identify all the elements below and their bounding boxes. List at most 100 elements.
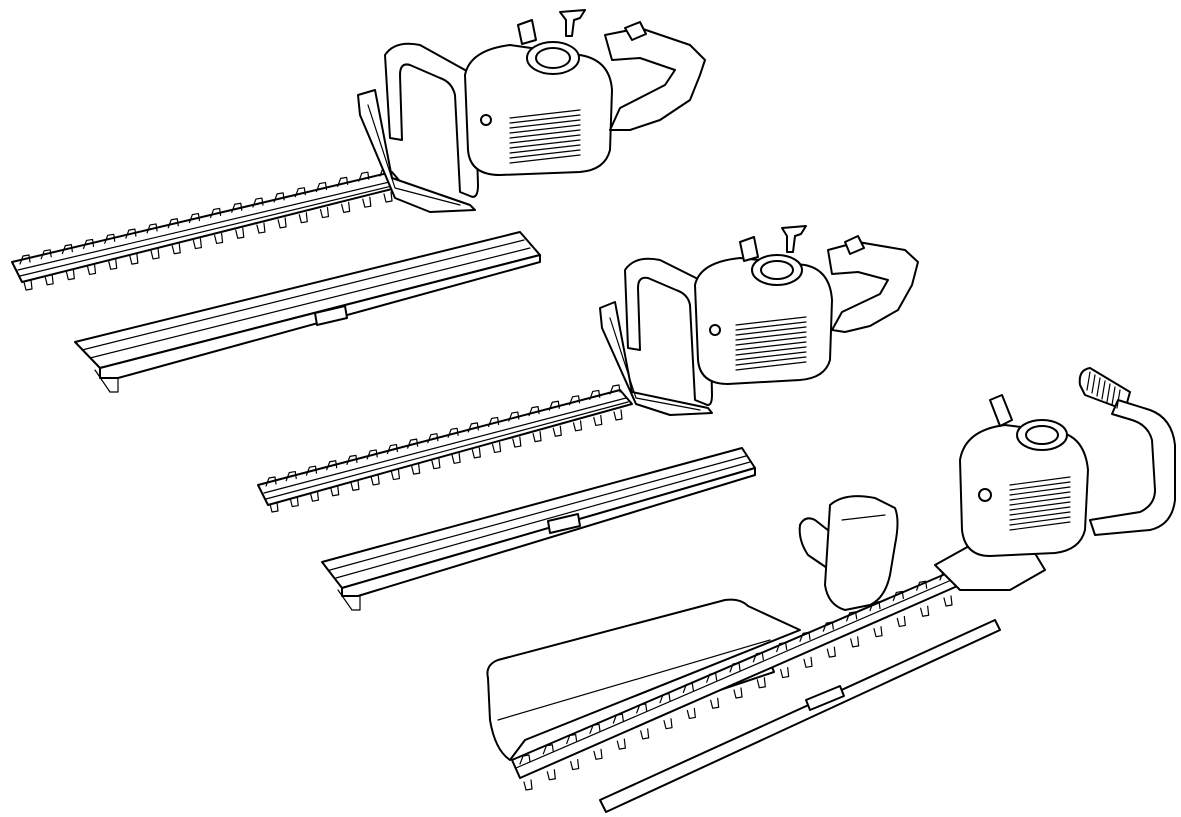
trimmer-2-engine <box>694 225 833 385</box>
trimmer-1-top-tooth <box>104 233 116 244</box>
cooling-fin <box>735 316 807 326</box>
trimmer-1-top-tooth <box>188 212 201 224</box>
trimmer-2-bottom-tooth <box>471 447 481 459</box>
trimmer-1-rear-handle <box>604 21 706 131</box>
trimmer-2-bottom-tooth <box>572 420 583 432</box>
trimmer-3-top-tooth <box>566 733 578 745</box>
trimmer-2-top-tooth <box>568 395 581 406</box>
cooling-fin <box>509 134 581 144</box>
trimmer-1-engine <box>464 9 613 176</box>
trimmer-1-top-tooth <box>125 228 137 239</box>
trimmer-1-bottom-tooth <box>235 227 245 239</box>
trimmer-2-top-tooth <box>326 460 338 471</box>
grip-ridge <box>1086 371 1091 391</box>
trimmer-3-bottom-tooth <box>686 707 696 720</box>
trimmer-1-top-tooth <box>252 197 264 208</box>
trimmer-2-bottom-tooth <box>532 431 542 443</box>
trimmer-2-top-tooth <box>346 454 358 465</box>
trimmer-2-bottom-tooth <box>370 474 380 486</box>
trimmer-3-front-grip <box>798 495 899 611</box>
trimmer-2-top-tooth <box>285 470 297 482</box>
trimmer-2-bottom-tooth <box>552 425 562 437</box>
trimmer-3-bottom-tooth <box>710 697 720 709</box>
cooling-fin <box>1009 516 1071 526</box>
trimmer-2-top-tooth <box>487 416 500 428</box>
grip-ridge <box>1096 377 1101 397</box>
trimmer-1-bottom-tooth <box>129 253 139 265</box>
trimmer-3-top-tooth <box>636 703 648 714</box>
trimmer-2-bottom-tooth <box>431 458 441 470</box>
trimmer-1-bottom-tooth <box>44 274 54 286</box>
trimmer-2-top-tooth <box>467 422 479 433</box>
cooling-fin <box>509 109 581 119</box>
trimmer-2-bottom-tooth <box>613 409 623 421</box>
trimmer-1-bottom-tooth <box>277 217 287 229</box>
cooling-fin <box>1009 511 1071 521</box>
trimmer-3-bottom-tooth <box>756 677 766 689</box>
trimmer-2-front-loop-handle <box>624 257 713 406</box>
cooling-fin <box>509 139 581 149</box>
trimmer-1-bottom-tooth <box>23 279 33 291</box>
trimmer-1-bottom-tooth <box>65 269 75 281</box>
cooling-fin <box>509 154 581 164</box>
cooling-fin <box>509 114 581 124</box>
trimmer-2-bottom-tooth <box>269 501 279 513</box>
trimmer-1-front-guard <box>357 89 476 213</box>
cooling-fin <box>509 149 581 159</box>
trimmer-2-bottom-tooth <box>411 463 421 475</box>
trimmer-1-bottom-tooth <box>319 206 330 219</box>
trimmer-2-top-tooth <box>447 427 459 438</box>
trimmer-3-bottom-tooth <box>663 718 673 730</box>
trimmer-3-bottom-tooth <box>523 779 533 791</box>
trimmer-3-top-tooth <box>706 672 718 683</box>
cooling-fin <box>735 346 807 356</box>
trimmer-2-top-tooth <box>548 400 560 411</box>
trimmer-2-cooling-fins <box>735 316 807 371</box>
trimmer-1-bottom-tooth <box>171 243 181 255</box>
cooling-fin <box>735 326 807 336</box>
trimmer-3-bottom-tooth <box>616 738 626 750</box>
trimmer-2-bottom-tooth <box>390 468 401 481</box>
cooling-fin <box>509 129 581 139</box>
trimmer-2-top-tooth <box>265 476 277 487</box>
hedge-trimmer-3 <box>486 367 1176 813</box>
trimmer-1-front-loop-handle <box>384 42 479 198</box>
hedge-trimmer-2 <box>257 225 919 611</box>
trimmer-1-top-tooth <box>146 223 158 234</box>
trimmer-1-top-tooth <box>358 171 370 182</box>
cooling-fin <box>735 341 807 351</box>
trimmer-2-bottom-tooth <box>309 490 320 502</box>
trimmer-3-blade-cover <box>599 619 1001 813</box>
grip-ridge <box>1111 386 1116 406</box>
trimmer-1-bottom-tooth <box>362 196 372 208</box>
trimmer-2-bottom-tooth <box>593 414 603 427</box>
trimmer-1-top-tooth <box>209 207 222 219</box>
trimmer-1-top-tooth <box>19 254 31 265</box>
trimmer-2-bottom-tooth <box>512 436 522 448</box>
trimmer-2-top-tooth <box>609 384 621 395</box>
trimmer-1-bottom-tooth <box>86 263 97 276</box>
trimmer-1-bottom-tooth <box>298 212 308 224</box>
trimmer-1-top-tooth <box>294 187 306 198</box>
trimmer-2-top-tooth <box>366 449 378 460</box>
trimmer-2-bottom-tooth <box>350 479 360 491</box>
trimmer-2-top-tooth <box>427 433 439 444</box>
trimmer-1-top-tooth <box>315 181 328 193</box>
cooling-fin <box>735 351 807 361</box>
trimmer-2-front-guard <box>599 301 713 416</box>
cooling-fin <box>1009 501 1071 511</box>
grip-ridge <box>1116 389 1121 409</box>
trimmer-2-bottom-tooth <box>289 495 299 508</box>
trimmer-2-top-tooth <box>386 443 399 455</box>
cooling-fin <box>735 321 807 331</box>
trimmer-3-bottom-tooth <box>593 748 603 760</box>
trimmer-2-blade-cover <box>321 447 756 611</box>
trimmer-2-top-tooth <box>528 406 540 417</box>
trimmer-1-top-tooth <box>231 202 243 213</box>
trimmer-2-bottom-tooth <box>491 441 502 454</box>
cooling-fin <box>735 331 807 341</box>
trimmer-3-bottom-tooth <box>803 656 813 668</box>
trimmer-2-blade <box>257 384 633 513</box>
trimmer-1-blade-cover <box>74 231 541 393</box>
